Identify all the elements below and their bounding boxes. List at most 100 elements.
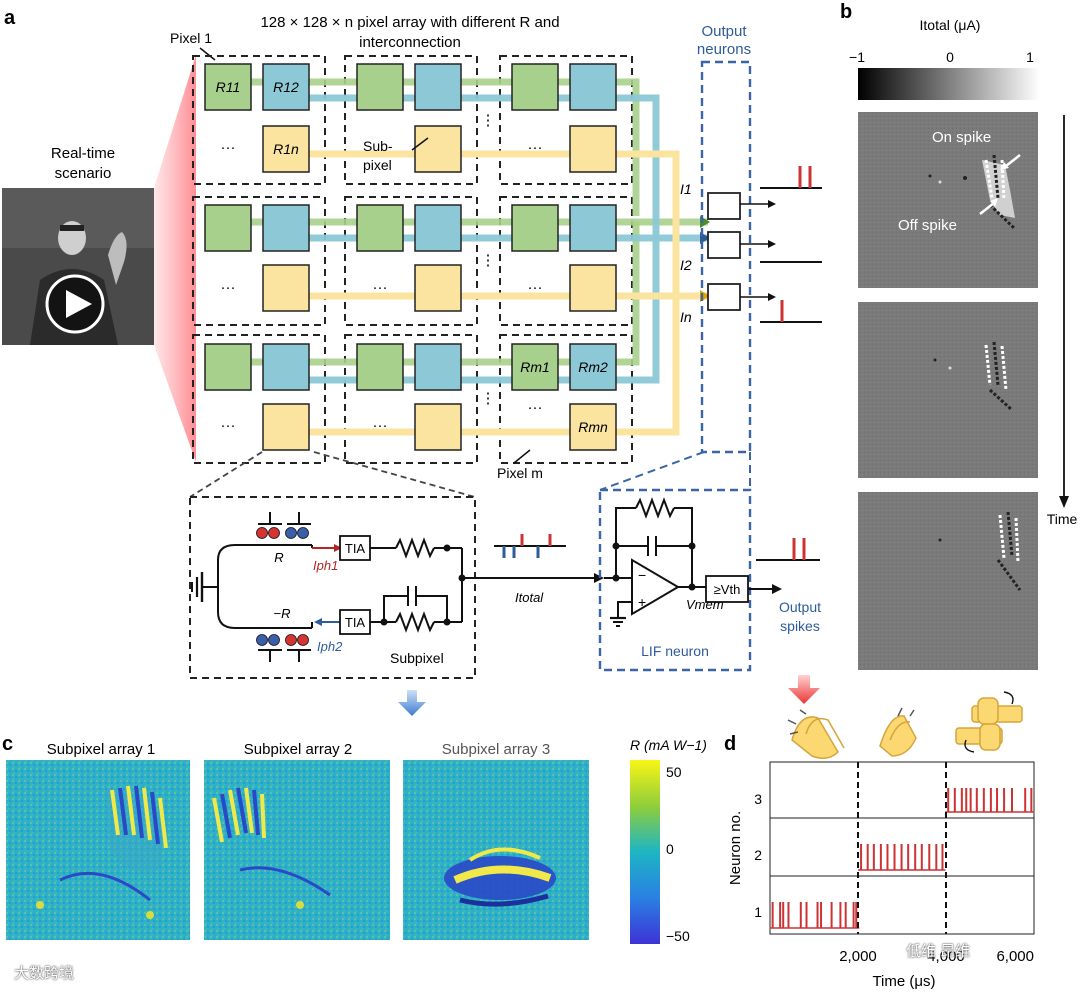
subpixel-yellow [414, 403, 462, 451]
cb-tick-neg: −1 [849, 49, 865, 65]
subpixel-label-line2: pixel [363, 157, 392, 173]
subpixel-blue [262, 343, 310, 391]
subpixel-blue [414, 63, 462, 111]
pixel-box [499, 196, 633, 326]
subpixel-yellow [262, 403, 310, 451]
ellipsis: ··· [221, 417, 236, 434]
zoom-line-lif-left [599, 451, 705, 491]
tia-label: TIA [345, 541, 366, 556]
pixel1-pointer [199, 47, 216, 61]
fist-turn-icon [955, 691, 1023, 753]
pixel-box [192, 196, 326, 326]
pixel-box [344, 334, 478, 464]
pixel-box [499, 334, 633, 464]
resistor-icon [635, 497, 675, 519]
lif-neuron-box [598, 488, 752, 672]
map-1-features [36, 785, 168, 919]
subpixel-green [511, 204, 559, 252]
parula-colorbar [630, 760, 660, 944]
subpixel-pointer [411, 137, 429, 151]
cell-label-r1n: R1n [273, 141, 299, 157]
cell-label-r12: R12 [273, 79, 299, 95]
subpixel-green [511, 343, 559, 391]
subpixel-green [511, 63, 559, 111]
hand-events-2 [933, 341, 1014, 412]
subpixel-blue [414, 343, 462, 391]
array-title-line2: interconnection [359, 34, 461, 51]
output-neurons-column [700, 60, 752, 454]
panel-label-d: d [724, 733, 736, 755]
pixel-grid [192, 55, 633, 464]
raster-spikes [769, 788, 1035, 929]
subpixel-blue [414, 204, 462, 252]
subpixel-green [356, 343, 404, 391]
y-tick-3: 3 [754, 791, 762, 807]
subpixel-yellow [569, 264, 617, 312]
panel-label-b: b [840, 1, 852, 23]
op-amp-plus: + [638, 594, 646, 610]
tia-box-bottom [339, 609, 371, 635]
output-arrows [740, 200, 776, 301]
vth-label: ≥Vth [714, 582, 741, 597]
spike-raster-chart [769, 761, 1035, 935]
electron-charge-icon [256, 634, 268, 646]
gesture-icons [787, 691, 1023, 759]
pixelm-label: Pixel m [497, 465, 543, 481]
pixelm-pointer [513, 449, 531, 464]
grayscale-colorbar [858, 68, 1040, 100]
scenario-line2: scenario [55, 165, 112, 182]
ellipsis: ··· [528, 399, 543, 416]
subpixel-blue [262, 63, 310, 111]
map-2-features [212, 787, 331, 909]
itotal-label: Itotal [515, 590, 544, 605]
subpixel-circuit-box [189, 496, 476, 679]
cb-c-tick-mid: 0 [666, 841, 674, 857]
neuron-box-n [707, 283, 741, 311]
electron-charge-icon [297, 527, 309, 539]
pixel-box [344, 196, 478, 326]
x-tick-4000: 4,000 [927, 948, 965, 965]
output-spikes-line2: spikes [780, 618, 820, 634]
on-spike-arrow [1005, 154, 1021, 167]
panel-label-a: a [4, 7, 16, 29]
resistor-icon [395, 537, 435, 559]
subpixel-blue [569, 63, 617, 111]
cb-c-tick-bottom: −50 [666, 928, 690, 944]
lif-label: LIF neuron [641, 643, 709, 659]
ellipsis: ··· [373, 279, 388, 296]
y-tick-1: 1 [754, 904, 762, 920]
hole-charge-icon [285, 634, 297, 646]
pixel-box [499, 55, 633, 185]
subpixel-blue [569, 343, 617, 391]
cell-label-r11: R11 [216, 79, 241, 95]
down-arrow-blue [398, 690, 426, 716]
electron-charge-icon [268, 634, 280, 646]
colorbar-label-c: R (mA W−1) [630, 737, 707, 753]
time-axis-label: Time [1047, 511, 1078, 527]
subpixel-green [204, 204, 252, 252]
subpixel-circuit: R Iph1 TIA −R Iph2 [191, 512, 466, 666]
vdots: ⋮ [481, 252, 496, 269]
current-i2: I2 [680, 257, 692, 273]
panel-d: d [724, 691, 1035, 990]
itotal-wire: Itotal [462, 534, 604, 605]
current-in: In [680, 309, 692, 325]
resistor-icon [395, 611, 435, 633]
responsivity-map-1 [6, 760, 190, 940]
electron-charge-icon [285, 527, 297, 539]
output-spike-trains [760, 166, 822, 323]
hole-charge-icon [297, 634, 309, 646]
ellipsis: ··· [373, 417, 388, 434]
neuron-box-2 [707, 231, 741, 259]
hand-events-3 [938, 511, 1022, 591]
cb-c-tick-top: 50 [666, 764, 682, 780]
panel-a: a 128 × 128 × n pixel array with differe… [2, 7, 822, 716]
neg-r-label: −R [274, 606, 291, 621]
pixel1-label: Pixel 1 [170, 30, 212, 46]
subpixel-green [356, 204, 404, 252]
video-thumbnail[interactable] [2, 188, 154, 345]
ellipsis: ··· [528, 279, 543, 296]
map-3-features [444, 847, 556, 907]
event-frame-2 [858, 302, 1038, 478]
